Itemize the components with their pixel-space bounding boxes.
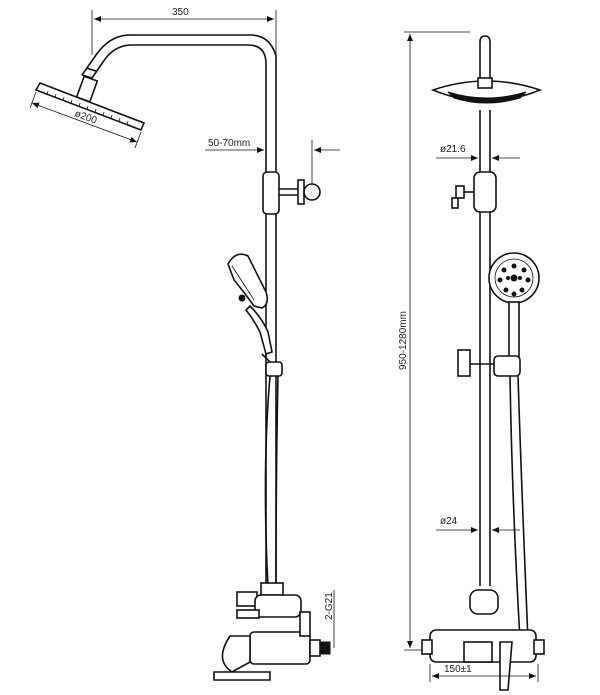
overall-width-label: 350: [172, 7, 189, 18]
front-view: 950-1280mm ø21.6: [398, 31, 545, 691]
inlet-thread-label: 2-G21: [324, 592, 335, 620]
shower-head-front: [430, 77, 543, 104]
top-arm-front: [479, 35, 491, 82]
side-view: 350 ø200: [29, 7, 340, 681]
hose-side: [264, 375, 279, 587]
pipe-diameter-bottom-label: ø24: [440, 516, 458, 527]
height-range-dimension: 950-1280mm: [398, 31, 470, 651]
inlet-spacing-label: 150±1: [444, 664, 472, 675]
height-range-label: 950-1280mm: [398, 311, 409, 370]
diverter-side: [262, 171, 321, 215]
pipe-diameter-top-label: ø21.6: [440, 144, 466, 155]
pipe-diameter-top-dimension: ø21.6: [436, 144, 520, 161]
arm-offset-label: 50-70mm: [208, 138, 250, 149]
hose-front: [509, 375, 529, 641]
mixer-front: [421, 589, 545, 691]
hand-shower-front: [457, 252, 540, 377]
mixer-side: [213, 582, 331, 681]
overall-width-dimension: 350: [91, 7, 277, 55]
pipe-diameter-bottom-dimension: ø24: [436, 516, 520, 533]
inlet-spacing-dimension: 150±1: [429, 664, 539, 682]
inlet-thread-dimension: 2-G21: [324, 590, 335, 648]
diverter-front: [451, 171, 497, 213]
overhead-arm: [81, 34, 277, 180]
hand-shower-side: [227, 253, 283, 377]
